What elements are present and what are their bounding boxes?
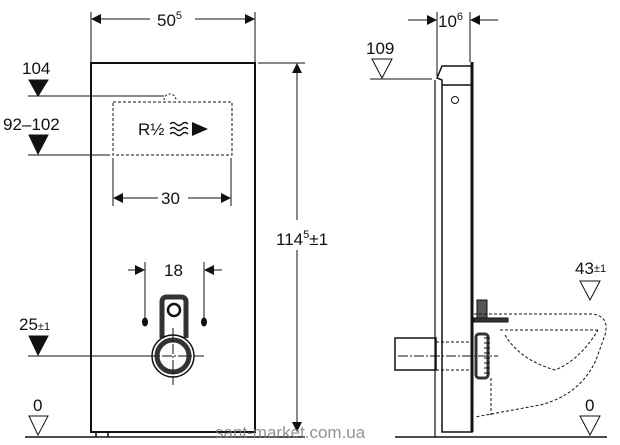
toilet-bowl-inner: [500, 329, 599, 371]
level-104-marker: [28, 79, 49, 97]
height-label: 1145±1: [276, 229, 328, 249]
mounting-plate: [473, 317, 509, 323]
front-panel: [90, 62, 256, 433]
bolt-right: [201, 317, 207, 327]
connector-ribs: [484, 337, 490, 374]
toilet-bowl-outline: [474, 313, 607, 418]
flow-arrow-icon: [192, 122, 208, 136]
level-25-label: 25±1: [19, 315, 50, 334]
floor-level-right-label: 0: [585, 396, 594, 415]
depth-label: 106: [438, 11, 463, 31]
box-width-label: 30: [161, 189, 180, 208]
level-43-label: 43±1: [575, 259, 606, 278]
bolt-left: [142, 317, 148, 327]
connection-label: R½: [138, 120, 164, 139]
waste-outlet-crosshair: [146, 328, 204, 385]
bolt-spacing-label: 18: [164, 261, 183, 280]
supply-bump: [163, 93, 177, 101]
level-109-label: 109: [366, 39, 394, 58]
side-view: [370, 12, 607, 438]
waste-pipe-hidden: [436, 341, 472, 371]
floor-marker-left: [28, 415, 49, 437]
floor-level-left-label: 0: [33, 396, 42, 415]
front-view: [25, 12, 305, 438]
panel-feet: [95, 432, 109, 437]
level-92-102-label: 92–102: [3, 115, 60, 134]
cistern-supply-area: [112, 101, 233, 156]
width-label: 505: [157, 10, 182, 30]
level-104-label: 104: [22, 59, 50, 78]
flush-button-indicator: [451, 96, 459, 104]
mounting-bolts: [476, 299, 488, 319]
waste-pipe: [394, 337, 437, 371]
level-109-marker: [371, 58, 393, 80]
level-43-marker: [579, 280, 601, 302]
level-92-102-marker: [28, 134, 49, 156]
water-wave-icon: [169, 121, 189, 137]
level-25-marker: [28, 335, 49, 357]
floor-marker-right: [579, 415, 601, 437]
side-panel-outer: [436, 65, 473, 433]
waste-connector: [474, 332, 490, 380]
flush-connector: [159, 294, 189, 338]
watermark: sant-market.com.ua: [215, 423, 366, 442]
flush-pipe-opening: [166, 302, 182, 318]
